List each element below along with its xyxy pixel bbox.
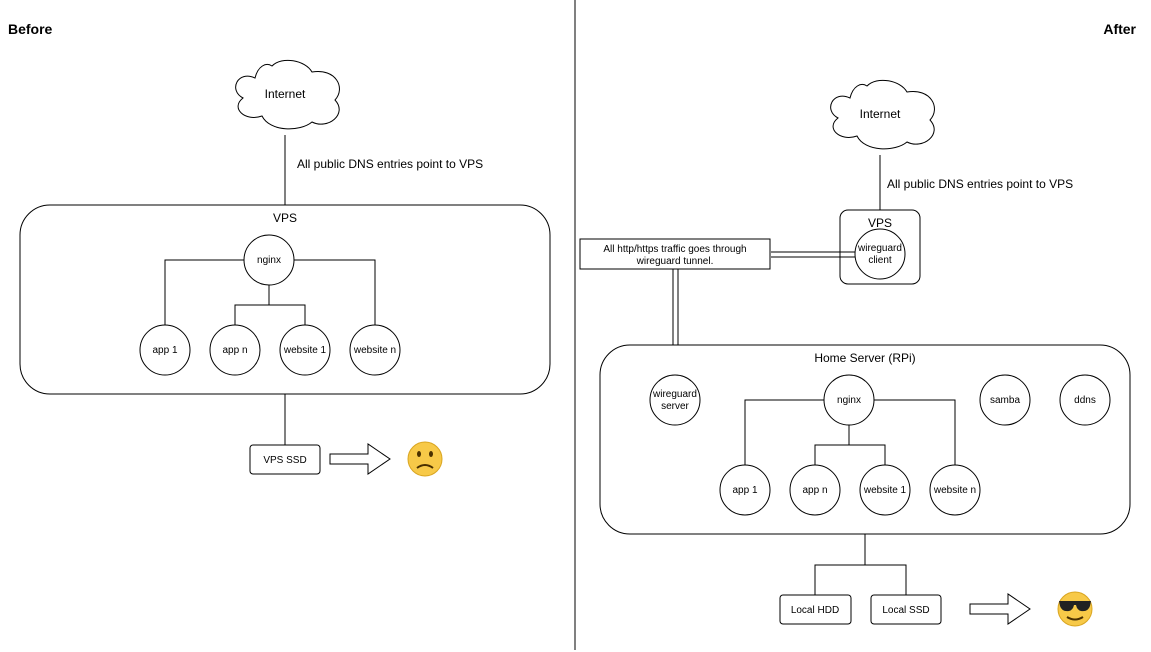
before-app-n-label: app n	[222, 345, 247, 356]
before-connectors	[164, 259, 376, 325]
before-nginx-label: nginx	[257, 255, 281, 266]
local-hdd-node: Local HDD	[779, 594, 852, 625]
local-ssd-node: Local SSD	[870, 594, 942, 625]
wireguard-client-label-2: client	[868, 255, 892, 266]
tunnel-note-line-2: wireguard tunnel.	[636, 256, 714, 267]
wireguard-server-label-1: wireguard	[652, 389, 697, 400]
before-nginx-node: nginx	[243, 234, 295, 286]
before-app-1-label: app 1	[152, 345, 177, 356]
after-app-n-label: app n	[802, 485, 827, 496]
after-heading: After	[1103, 21, 1136, 37]
samba-node: samba	[979, 374, 1031, 426]
before-vps-ssd-node: VPS SSD	[249, 444, 321, 475]
tunnel-note-line-1: All http/https traffic goes through	[603, 244, 746, 255]
local-ssd-label: Local SSD	[882, 605, 929, 616]
sad-face-icon	[407, 441, 443, 477]
before-website-n-node: website n	[349, 324, 401, 376]
after-app-1-label: app 1	[732, 485, 757, 496]
before-internet-cloud: Internet	[235, 59, 340, 130]
after-vps-label: VPS	[868, 216, 892, 230]
after-website-n-label: website n	[933, 485, 976, 496]
after-arrow-icon	[969, 593, 1031, 625]
before-website-1-node: website 1	[279, 324, 331, 376]
before-website-n-label: website n	[353, 345, 396, 356]
after-storage-connectors	[814, 534, 907, 595]
wireguard-server-node: wireguard server	[649, 374, 701, 426]
before-website-1-label: website 1	[283, 345, 327, 356]
after-dns-note: All public DNS entries point to VPS	[887, 177, 1073, 191]
after-website-1-label: website 1	[863, 485, 907, 496]
samba-label: samba	[990, 395, 1020, 406]
wireguard-server-label-2: server	[661, 401, 689, 412]
after-app-n-node: app n	[789, 464, 841, 516]
after-website-1-node: website 1	[859, 464, 911, 516]
before-app-n-node: app n	[209, 324, 261, 376]
before-app-1-node: app 1	[139, 324, 191, 376]
before-vps-label: VPS	[273, 211, 297, 225]
after-nginx-node: nginx	[823, 374, 875, 426]
wireguard-client-label-1: wireguard	[857, 243, 902, 254]
before-heading: Before	[8, 21, 53, 37]
ddns-label: ddns	[1074, 395, 1096, 406]
tunnel-note-box: All http/https traffic goes through wire…	[579, 238, 771, 270]
home-server-label: Home Server (RPi)	[814, 351, 915, 365]
after-internet-label: Internet	[860, 107, 901, 121]
ddns-node: ddns	[1059, 374, 1111, 426]
after-website-n-node: website n	[929, 464, 981, 516]
local-hdd-label: Local HDD	[791, 605, 839, 616]
after-internet-cloud: Internet	[830, 79, 935, 150]
after-app-1-node: app 1	[719, 464, 771, 516]
before-vps-ssd-label: VPS SSD	[263, 455, 306, 466]
before-internet-label: Internet	[265, 87, 306, 101]
sunglasses-face-icon	[1057, 591, 1093, 627]
before-dns-note: All public DNS entries point to VPS	[297, 157, 483, 171]
before-arrow-icon	[329, 443, 391, 475]
after-nginx-label: nginx	[837, 395, 861, 406]
wireguard-client-node: wireguard client	[854, 228, 906, 280]
after-connectors	[744, 399, 956, 465]
